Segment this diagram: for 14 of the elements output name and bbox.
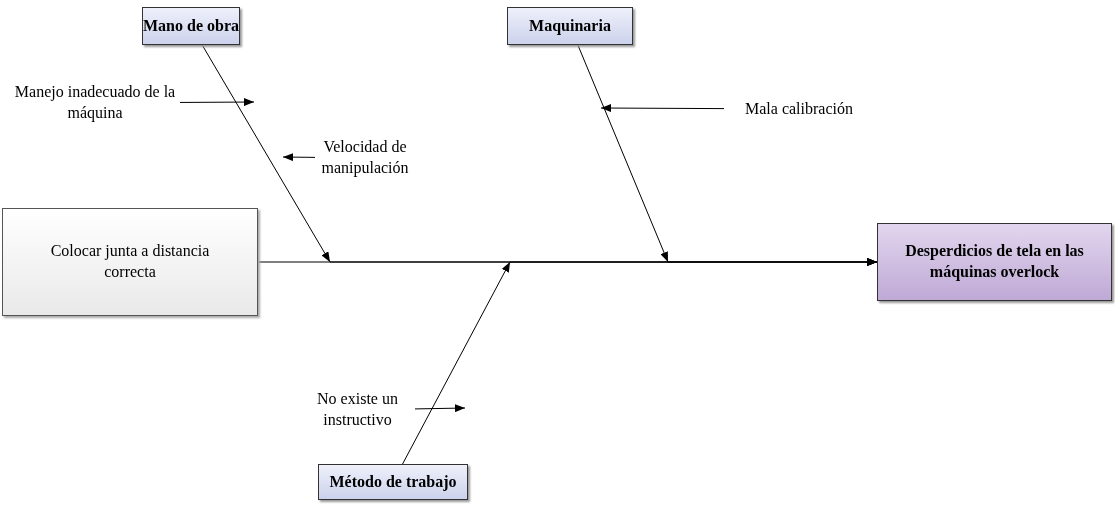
arrow	[414, 404, 466, 413]
arrow	[600, 104, 725, 113]
cause-text: Velocidad de manipulación	[315, 130, 415, 186]
arrow	[282, 153, 316, 162]
cause-text: Manejo inadecuado de la máquina	[10, 75, 180, 131]
effect-box: Desperdicios de tela en las máquinas overlock	[877, 223, 1112, 301]
arrow	[402, 258, 878, 465]
category-box: Mano de obra	[142, 7, 240, 45]
cause-text: No existe un instructivo	[300, 382, 415, 438]
process-box: Colocar junta a distancia correcta	[2, 208, 258, 316]
category-box: Maquinaria	[507, 7, 633, 45]
cause-text: Mala calibración	[724, 97, 874, 121]
category-box: Método de trabajo	[318, 464, 468, 500]
arrow	[179, 98, 255, 107]
